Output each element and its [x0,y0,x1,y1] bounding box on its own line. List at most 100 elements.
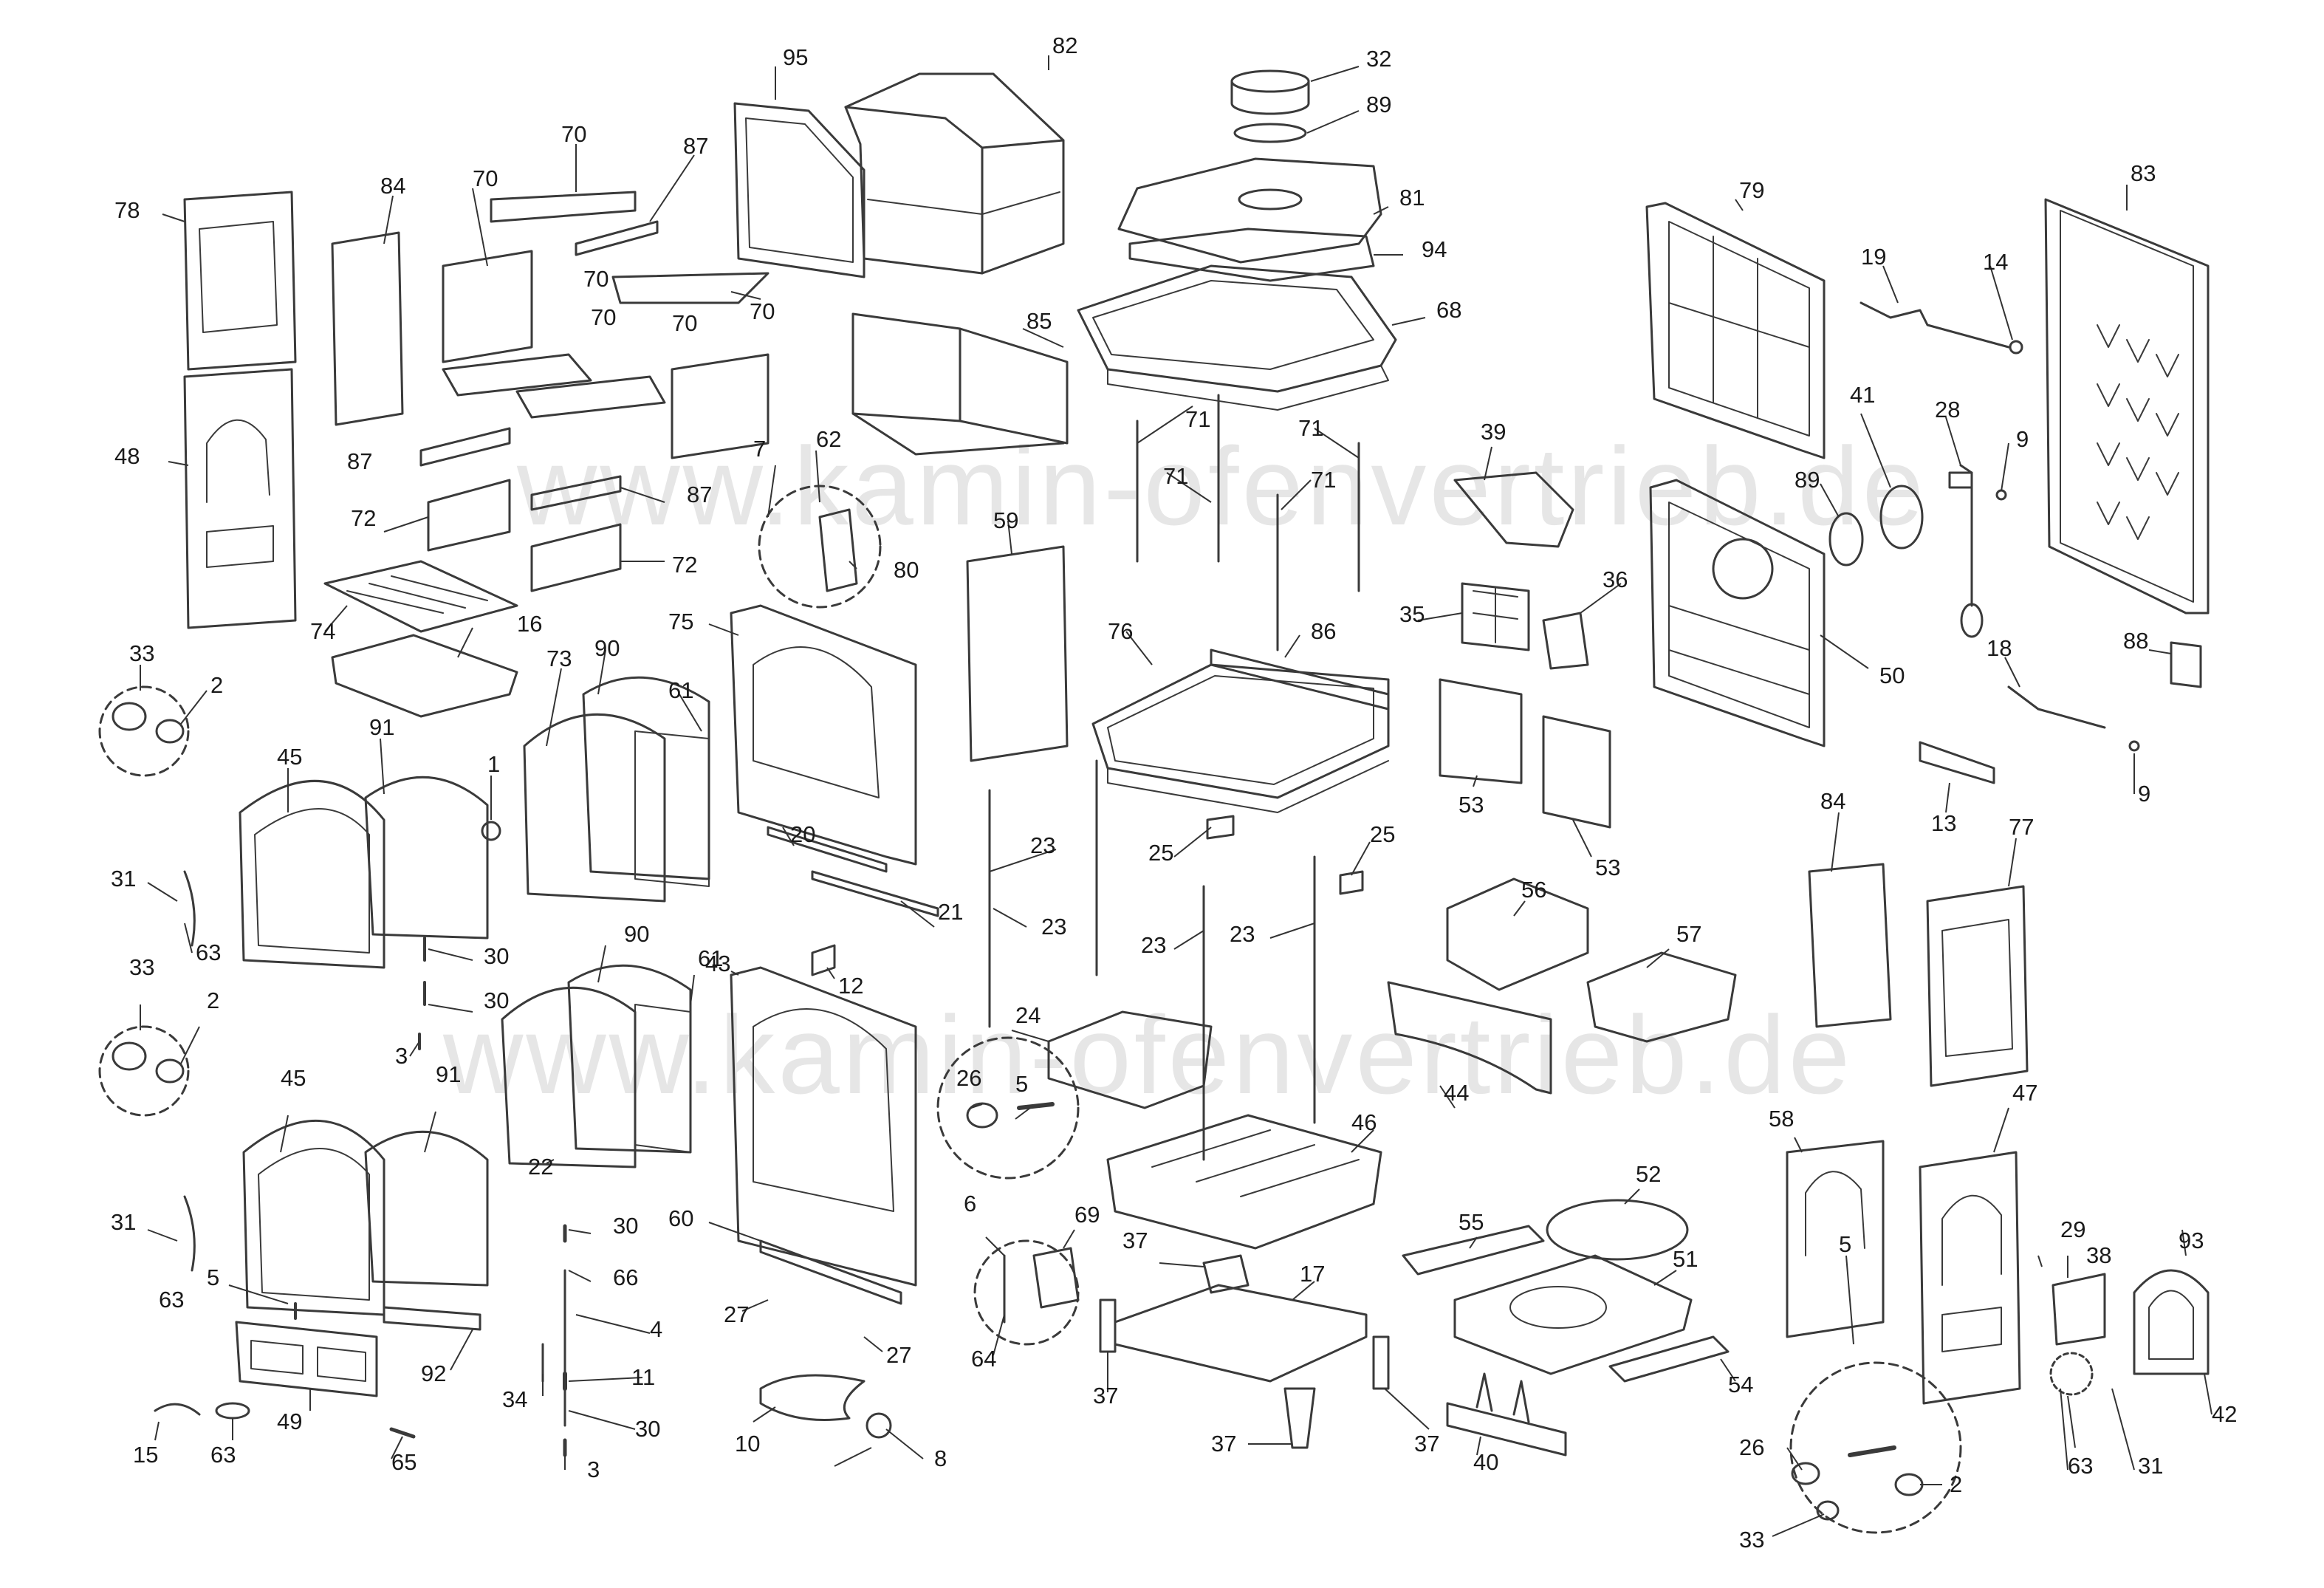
callout-3: 3 [395,1043,408,1069]
part-52-round-grate [1546,1199,1689,1261]
part-26-bushing-right [1791,1462,1820,1485]
callout-78: 78 [114,197,140,223]
part-86-bar [1210,648,1390,711]
callout-10: 10 [735,1431,760,1457]
part-25-clip [1206,815,1235,840]
part-55-strip [1402,1225,1545,1276]
part-79-rear-grid [1645,202,1826,459]
part-35-grate [1461,582,1530,651]
callout-70: 70 [672,310,697,336]
callout-18: 18 [1987,635,2012,661]
part-40-bracket [1446,1372,1567,1457]
callout-12: 12 [838,973,863,999]
callout-30: 30 [613,1213,638,1239]
callout-30: 30 [635,1416,660,1442]
callout-71: 71 [1311,467,1336,493]
part-8-spring [865,1412,892,1439]
callout-72: 72 [351,505,376,531]
callout-14: 14 [1983,249,2008,275]
callout-94: 94 [1422,236,1447,262]
callout-70: 70 [591,304,616,330]
part-33-knob [112,1041,147,1071]
watermark-text: www.kamin-ofenvertrieb.de [516,424,1927,548]
callout-27: 27 [724,1301,749,1327]
callout-61: 61 [668,677,693,703]
callout-87: 87 [683,133,708,159]
callout-92: 92 [421,1361,446,1386]
part-70-plate [442,353,592,397]
callout-89: 89 [1795,467,1820,493]
part-26-bushing [966,1102,998,1129]
part-43-lower-door [730,966,917,1287]
callout-9: 9 [2016,426,2029,452]
callout-70: 70 [473,165,498,191]
callout-77: 77 [2009,814,2034,840]
part-77-side-door [1926,885,2029,1087]
callout-38: 38 [2086,1242,2111,1268]
callout-37: 37 [1211,1431,1236,1457]
part-24-ash-pan [1047,1010,1213,1109]
callout-74: 74 [310,618,335,644]
callout-84: 84 [380,173,405,199]
callout-72: 72 [672,552,697,578]
callout-8: 8 [934,1445,947,1471]
callout-20: 20 [790,821,815,847]
part-88-plate [2170,641,2202,688]
callout-49: 49 [277,1409,302,1434]
callout-63: 63 [159,1287,184,1313]
callout-30: 30 [484,943,509,969]
callout-23: 23 [1030,832,1055,858]
callout-88: 88 [2123,628,2148,654]
callout-60: 60 [668,1205,693,1231]
callout-84: 84 [1820,788,1845,814]
callout-59: 59 [993,507,1018,533]
part-60-bar [759,1239,902,1305]
callout-71: 71 [1163,463,1188,489]
callout-76: 76 [1108,618,1133,644]
callout-13: 13 [1931,810,1956,836]
part-9-screw-bottom [2128,740,2140,752]
callout-labels: 95 82 32 89 81 94 68 79 83 19 14 78 84 7… [111,32,2237,1553]
callout-26: 26 [956,1065,981,1091]
callout-48: 48 [114,443,140,469]
part-39-deflector [1453,471,1574,548]
part-80-latch [818,508,858,592]
callout-23: 23 [1141,932,1166,958]
part-2-washer [155,719,185,744]
callout-26: 26 [1739,1434,1764,1460]
callout-31: 31 [111,866,136,891]
part-59-panel [966,545,1069,762]
part-15-handle [154,1403,201,1416]
part-65-spring [389,1427,416,1439]
part-48-front-door [183,368,297,629]
callout-71: 71 [1185,406,1210,432]
part-74-grill-rack [323,560,518,633]
callout-82: 82 [1052,32,1077,58]
callout-71: 71 [1298,415,1323,441]
part-82-top-hood [844,72,1065,275]
callout-63: 63 [210,1442,236,1468]
part-72-rail [427,479,511,552]
callout-87: 87 [687,482,712,507]
detail-circle-62 [758,485,882,609]
detail-circle-right [1789,1361,1962,1534]
part-38-cover [2052,1273,2106,1346]
part-68-top-casting [1077,264,1397,411]
callout-30: 30 [484,988,509,1013]
callout-1: 1 [487,751,500,777]
part-28-damper-rod [1948,464,1984,638]
callout-80: 80 [894,557,919,583]
part-81-top-plate [1117,157,1382,264]
callout-46: 46 [1351,1109,1377,1135]
part-93-small-door [2133,1269,2210,1375]
callout-33: 33 [129,640,154,666]
callout-5: 5 [1015,1071,1028,1097]
part-2-washer [155,1058,185,1084]
callout-23: 23 [1041,914,1066,940]
callout-24: 24 [1015,1002,1041,1028]
detail-circle-33-upper [98,685,190,777]
part-13-bracket [1919,741,1995,784]
callout-64: 64 [971,1346,996,1372]
part-37-foot [1202,1254,1250,1294]
callout-90: 90 [594,635,620,661]
